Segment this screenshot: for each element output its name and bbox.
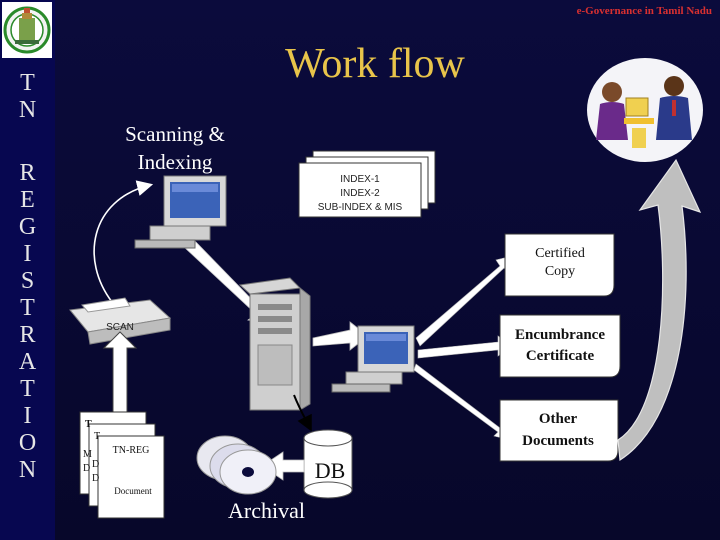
scan-to-pc-curve-arrow (93, 180, 154, 303)
scanning-label-line2: Indexing (137, 150, 213, 174)
output-fan-arrows (413, 255, 513, 441)
sidebar-vertical-tn: T N (0, 70, 55, 124)
workstation-pc-icon (134, 175, 227, 249)
database-icon: DB (303, 429, 353, 499)
sidebar-letter: T (20, 295, 35, 321)
sidebar-letter: O (18, 430, 37, 456)
svg-text:M: M (83, 449, 92, 460)
sidebar-letter: G (18, 214, 37, 240)
output-label-line1: Other (539, 411, 578, 427)
scanner-icon: SCAN (69, 297, 172, 345)
cd-disc-icon (196, 435, 277, 495)
citizen-service-clipart (587, 58, 703, 162)
sidebar-letter: S (20, 268, 35, 294)
index-card-stack: INDEX-1 INDEX-2 SUB-INDEX & MIS (298, 150, 436, 218)
scanning-label-line1: Scanning & (125, 122, 225, 146)
output-certified-copy: Certified Copy (504, 233, 615, 297)
doc-title: TN-REG (113, 445, 150, 456)
docs-to-scanner-up-arrow (102, 331, 138, 421)
output-pc-icon (331, 325, 415, 393)
scanning-indexing-label: Scanning & Indexing (95, 120, 255, 176)
index-line-1: INDEX-1 (340, 174, 380, 185)
svg-text:D: D (92, 473, 99, 484)
sidebar-letter: E (20, 187, 35, 213)
delivery-curved-arrow (617, 158, 702, 462)
document-stack: T T M D D D TN-REG Document (79, 411, 165, 519)
output-label-line1: Encumbrance (515, 327, 605, 343)
emblem-logo-icon (2, 2, 52, 58)
sidebar-vertical-registration: R E G I S T R A T I O N (0, 160, 55, 484)
index-line-3: SUB-INDEX & MIS (318, 202, 403, 213)
output-other-documents: Other Documents (499, 399, 619, 462)
doc-footer: Document (114, 486, 152, 496)
sidebar-letter: A (18, 349, 37, 375)
sidebar-letter: I (23, 241, 32, 267)
output-label-line1: Certified (535, 246, 585, 261)
archival-label: Archival (228, 498, 305, 523)
output-label-line2: Copy (545, 264, 575, 279)
sidebar-letter: R (19, 322, 36, 348)
sidebar-letter: N (18, 457, 37, 483)
scan-label: SCAN (106, 322, 134, 333)
sidebar-letter: T (20, 376, 35, 402)
server-to-db-arrow (293, 394, 312, 432)
svg-text:D: D (92, 459, 99, 470)
sidebar-letter: R (19, 160, 36, 186)
svg-text:T: T (94, 431, 100, 442)
server-icon (238, 277, 311, 411)
sidebar: T N R E G I S T R A T I O N (0, 0, 55, 540)
svg-text:T: T (85, 419, 92, 430)
svg-text:D: D (83, 463, 90, 474)
db-label: DB (315, 458, 346, 483)
index-line-2: INDEX-2 (340, 188, 380, 199)
output-label-line2: Certificate (526, 348, 595, 364)
output-label-line2: Documents (522, 433, 594, 449)
output-encumbrance-certificate: Encumbrance Certificate (499, 314, 621, 378)
sidebar-letter: T (20, 70, 35, 96)
sidebar-letter: N (18, 97, 37, 123)
page-title: Work flow (285, 41, 465, 87)
header-tag: e-Governance in Tamil Nadu (576, 5, 712, 17)
sidebar-letter: I (23, 403, 32, 429)
